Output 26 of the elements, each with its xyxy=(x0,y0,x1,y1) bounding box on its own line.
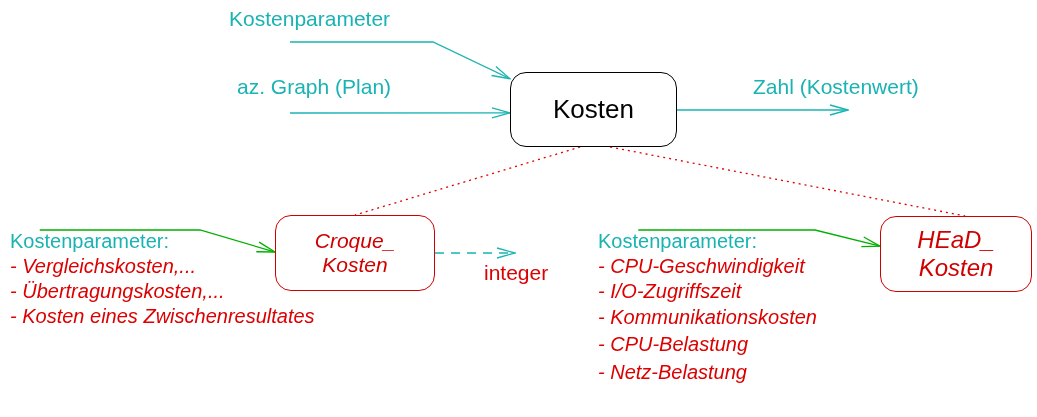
list-item: - Kosten eines Zwischenresultates xyxy=(10,305,315,327)
list-item: - CPU-Belastung xyxy=(598,333,749,355)
edge-label: az. Graph (Plan) xyxy=(237,76,392,98)
list-item: - Kommunikationskosten xyxy=(598,306,817,328)
list-item: - Netz-Belastung xyxy=(598,361,747,383)
list-item: - CPU-Geschwindigkeit xyxy=(598,255,805,277)
box-label: Kosten xyxy=(553,94,634,125)
arrow xyxy=(637,229,881,248)
process-box xyxy=(880,216,1032,292)
list-item: - Vergleichskosten,... xyxy=(10,255,196,277)
edge-label: integer xyxy=(484,262,549,284)
process-box xyxy=(275,215,435,291)
process-box xyxy=(510,72,677,147)
list-item: - Übertragungskosten,... xyxy=(10,280,225,302)
list-heading: Kostenparameter: xyxy=(10,229,169,253)
box-label: Croque_ Kosten xyxy=(313,228,397,278)
arrow xyxy=(289,41,511,80)
edge-label: Kostenparameter xyxy=(229,8,391,30)
arrow xyxy=(39,229,276,253)
arrow xyxy=(434,247,516,259)
list-heading: Kostenparameter: xyxy=(598,229,757,253)
box-label: HEaD_ Kosten xyxy=(916,226,996,282)
edge-label: Zahl (Kostenwert) xyxy=(753,76,919,98)
list-item: - I/O-Zugriffszeit xyxy=(598,280,742,302)
arrow xyxy=(289,107,511,119)
arrow xyxy=(676,104,849,116)
